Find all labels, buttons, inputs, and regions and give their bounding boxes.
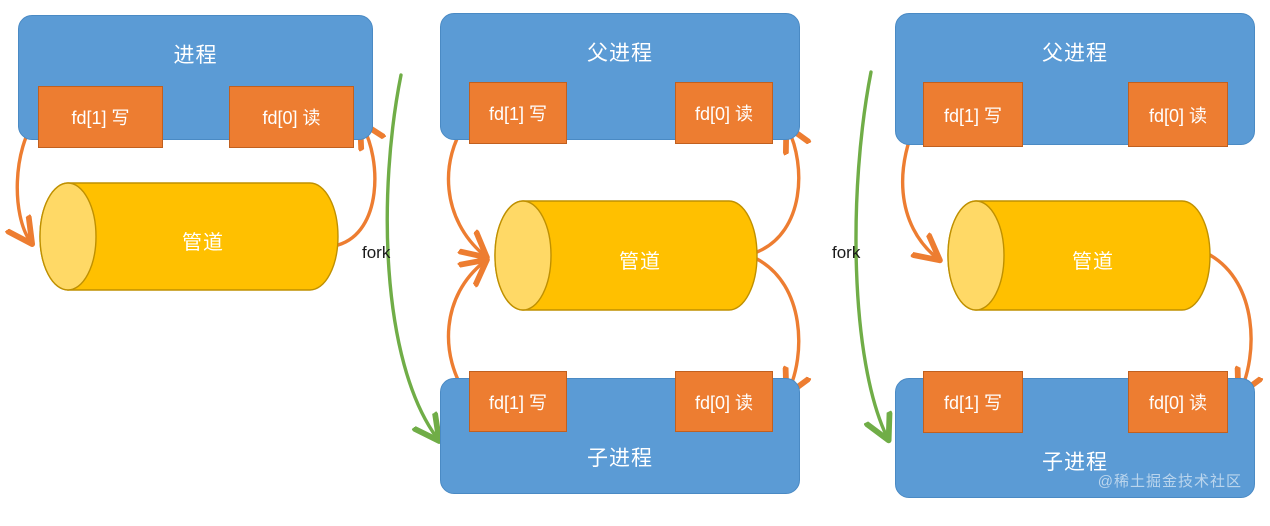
parent-process-box-2-label: 父进程 bbox=[587, 42, 653, 65]
fd-read-box-p2-child[interactable]: fd[0] 读 bbox=[675, 371, 773, 432]
process-box-1-label: 进程 bbox=[173, 44, 218, 67]
pipe-3-label: 管道 bbox=[1072, 251, 1114, 273]
fd-read-box-p2-parent[interactable]: fd[0] 读 bbox=[675, 82, 773, 144]
pipe-shape-1 bbox=[39, 182, 339, 291]
watermark: @稀土掘金技术社区 bbox=[1097, 473, 1242, 490]
fd-write-box-p3-child[interactable]: fd[1] 写 bbox=[923, 371, 1023, 433]
fd-write-box-p1[interactable]: fd[1] 写 bbox=[38, 86, 163, 148]
pipe-3[interactable]: 管道 bbox=[948, 201, 1210, 310]
pipe-shape-2 bbox=[494, 200, 758, 311]
fork-label-1: fork bbox=[362, 243, 391, 262]
fd-write-box-p2-parent[interactable]: fd[1] 写 bbox=[469, 82, 567, 144]
pipe-2-label: 管道 bbox=[619, 251, 661, 273]
pipe-1[interactable]: 管道 bbox=[40, 183, 338, 290]
fd-write-box-p2-child[interactable]: fd[1] 写 bbox=[469, 371, 567, 432]
pipe-2[interactable]: 管道 bbox=[495, 201, 757, 310]
pipe-shape-3 bbox=[947, 200, 1211, 311]
pipe-1-label: 管道 bbox=[182, 232, 224, 254]
fd-read-box-p1[interactable]: fd[0] 读 bbox=[229, 86, 354, 148]
fork-label-2: fork bbox=[832, 243, 861, 262]
fd-write-box-p3-parent[interactable]: fd[1] 写 bbox=[923, 82, 1023, 147]
child-process-box-3-label: 子进程 bbox=[1042, 451, 1108, 474]
fd-read-box-p3-parent[interactable]: fd[0] 读 bbox=[1128, 82, 1228, 147]
child-process-box-2-label: 子进程 bbox=[587, 447, 653, 470]
parent-process-box-3-label: 父进程 bbox=[1042, 42, 1108, 65]
fd-read-box-p3-child[interactable]: fd[0] 读 bbox=[1128, 371, 1228, 433]
